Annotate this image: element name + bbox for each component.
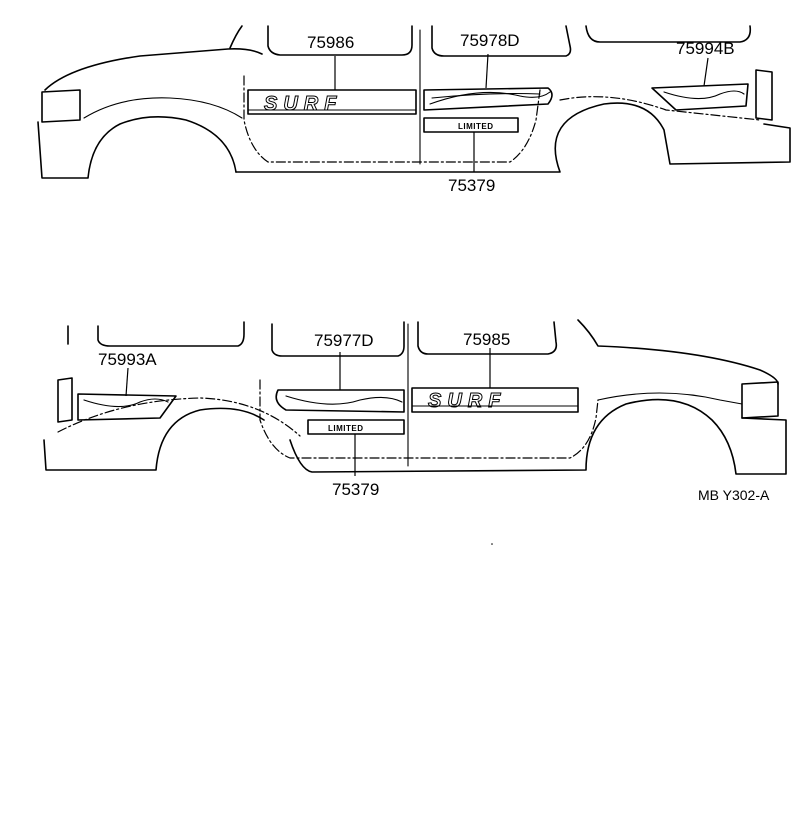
upper-vehicle-view: SURF LIMITED 75986 75978D 75994B 75379 xyxy=(37,25,791,195)
upper-rear-window xyxy=(431,25,572,57)
upper-surf-emblem-text: SURF xyxy=(264,93,342,115)
lower-limited-badge xyxy=(307,419,405,435)
upper-front-fender-flare xyxy=(83,97,243,119)
lower-label-75985: 75985 xyxy=(463,330,510,349)
lower-rear-bumper-arch xyxy=(43,407,265,471)
lower-rocker-and-front-arch xyxy=(289,398,787,475)
upper-front-window xyxy=(267,25,413,56)
lower-front-fender-flare xyxy=(597,392,743,405)
stray-dot xyxy=(491,543,493,545)
upper-rear-door-stripe xyxy=(423,87,553,111)
upper-limited-badge-text: LIMITED xyxy=(458,122,494,131)
upper-label-75994B: 75994B xyxy=(676,39,735,58)
upper-headlamp xyxy=(41,89,81,123)
upper-label-75986: 75986 xyxy=(307,33,354,52)
upper-rocker-and-rear-arch xyxy=(235,102,791,173)
lower-headlamp xyxy=(741,381,779,419)
lower-door-outline xyxy=(259,379,599,459)
upper-front-bumper-arch xyxy=(37,116,237,179)
drawing-code: MB Y302-A xyxy=(698,487,770,503)
lower-vehicle-view: LIMITED SURF 75977D 75985 75993A 75379 xyxy=(43,319,787,499)
lower-label-75379: 75379 xyxy=(332,480,379,499)
lower-surf-emblem-text: SURF xyxy=(428,390,506,412)
upper-label-75978D: 75978D xyxy=(460,31,520,50)
upper-door-outline xyxy=(243,75,541,163)
lower-front-door-emblem xyxy=(411,387,579,413)
lower-front-window xyxy=(417,321,558,355)
lower-rear-door-stripe xyxy=(275,389,405,413)
upper-label-75379: 75379 xyxy=(448,176,495,195)
lower-tail-lamp xyxy=(57,377,73,423)
lower-limited-badge-text: LIMITED xyxy=(328,424,364,433)
upper-rear-body-line xyxy=(559,96,761,121)
lower-quarter-stripe xyxy=(77,393,177,421)
upper-quarter-window xyxy=(585,25,752,43)
upper-hood-line xyxy=(44,48,263,91)
upper-windshield-pillar xyxy=(229,25,243,49)
lower-label-75993A: 75993A xyxy=(98,350,157,369)
upper-front-door-emblem xyxy=(247,89,417,115)
upper-quarter-stripe xyxy=(651,83,749,111)
upper-limited-badge xyxy=(423,117,519,133)
upper-tail-lamp xyxy=(755,69,773,121)
lower-hood-line xyxy=(577,319,779,385)
lower-label-75977D: 75977D xyxy=(314,331,374,350)
lower-rear-body-line xyxy=(57,397,301,437)
lower-quarter-window xyxy=(97,321,245,347)
